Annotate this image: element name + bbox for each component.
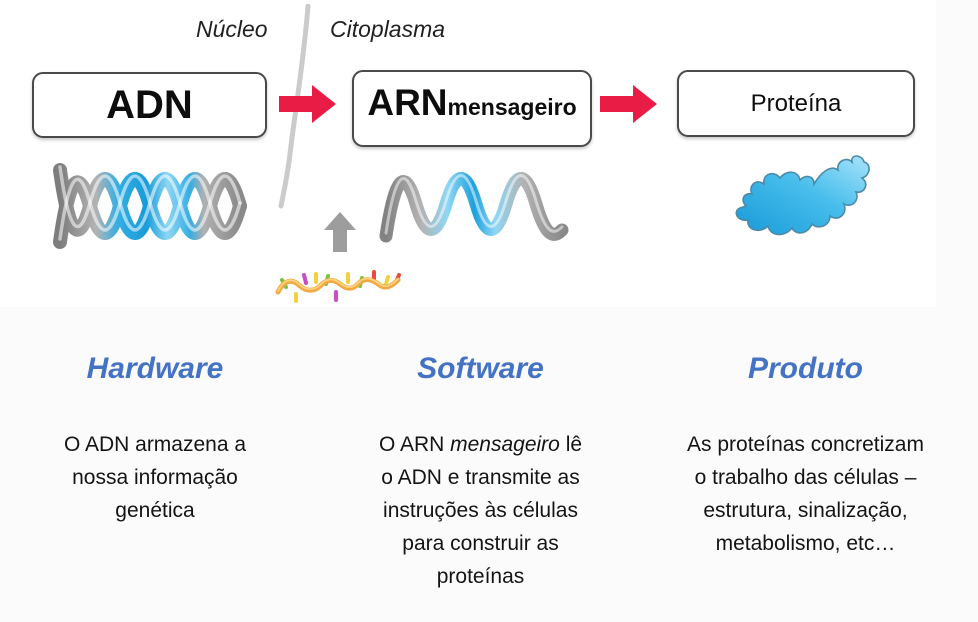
text-line: O ADN armazena a xyxy=(63,433,247,456)
protein-box: Proteína xyxy=(677,70,915,137)
mrna-strand-icon xyxy=(275,270,401,303)
dna-box-label: ADN xyxy=(106,82,193,127)
dna-box: ADN xyxy=(32,72,267,138)
flow-arrow-icon-1 xyxy=(279,85,336,123)
software-description: O ARN mensageiro lê o ADN e transmite as… xyxy=(353,428,608,593)
produto-description: As proteínas concretizam o trabalho das … xyxy=(658,428,953,560)
nuclear-membrane-icon xyxy=(278,4,311,209)
mrna-box-sublabel: mensageiro xyxy=(447,94,577,120)
dna-helix-icon xyxy=(53,163,247,249)
hardware-description: O ADN armazena a nossa informação genéti… xyxy=(35,428,275,527)
text-span: lê xyxy=(559,433,583,456)
nucleus-label: Núcleo xyxy=(196,16,268,42)
text-line: instruções às células xyxy=(383,499,578,522)
column-software: Software O ARN mensageiro lê o ADN e tra… xyxy=(353,352,608,593)
text-line: para construir as xyxy=(402,532,559,555)
up-arrow-icon xyxy=(324,212,356,252)
text-line: o ADN e transmite as xyxy=(381,466,580,489)
mrna-box-label: ARN xyxy=(367,82,448,123)
protein-blob-icon xyxy=(735,155,870,236)
text-line: nossa informação xyxy=(72,466,238,489)
text-span-italic: mensageiro xyxy=(450,433,560,456)
protein-box-label: Proteína xyxy=(750,89,842,117)
text-line: o trabalho das células – xyxy=(694,466,917,489)
cytoplasm-label: Citoplasma xyxy=(330,16,446,42)
text-line: metabolismo, etc… xyxy=(715,532,896,555)
text-line: genética xyxy=(115,499,195,522)
text-line: proteínas xyxy=(436,565,525,588)
text-line: As proteínas concretizam xyxy=(687,433,924,456)
text-line: O ARN mensageiro lê xyxy=(353,428,608,461)
column-hardware: Hardware O ADN armazena a nossa informaç… xyxy=(35,352,275,527)
software-header: Software xyxy=(417,352,544,385)
mrna-ribbon-icon xyxy=(379,172,569,243)
column-produto: Produto As proteínas concretizam o traba… xyxy=(658,352,953,560)
produto-header: Produto xyxy=(748,352,863,385)
text-line: estrutura, sinalização, xyxy=(703,499,908,522)
hardware-header: Hardware xyxy=(86,352,224,385)
text-span: O ARN xyxy=(378,433,451,456)
flow-arrow-icon-2 xyxy=(600,85,657,123)
